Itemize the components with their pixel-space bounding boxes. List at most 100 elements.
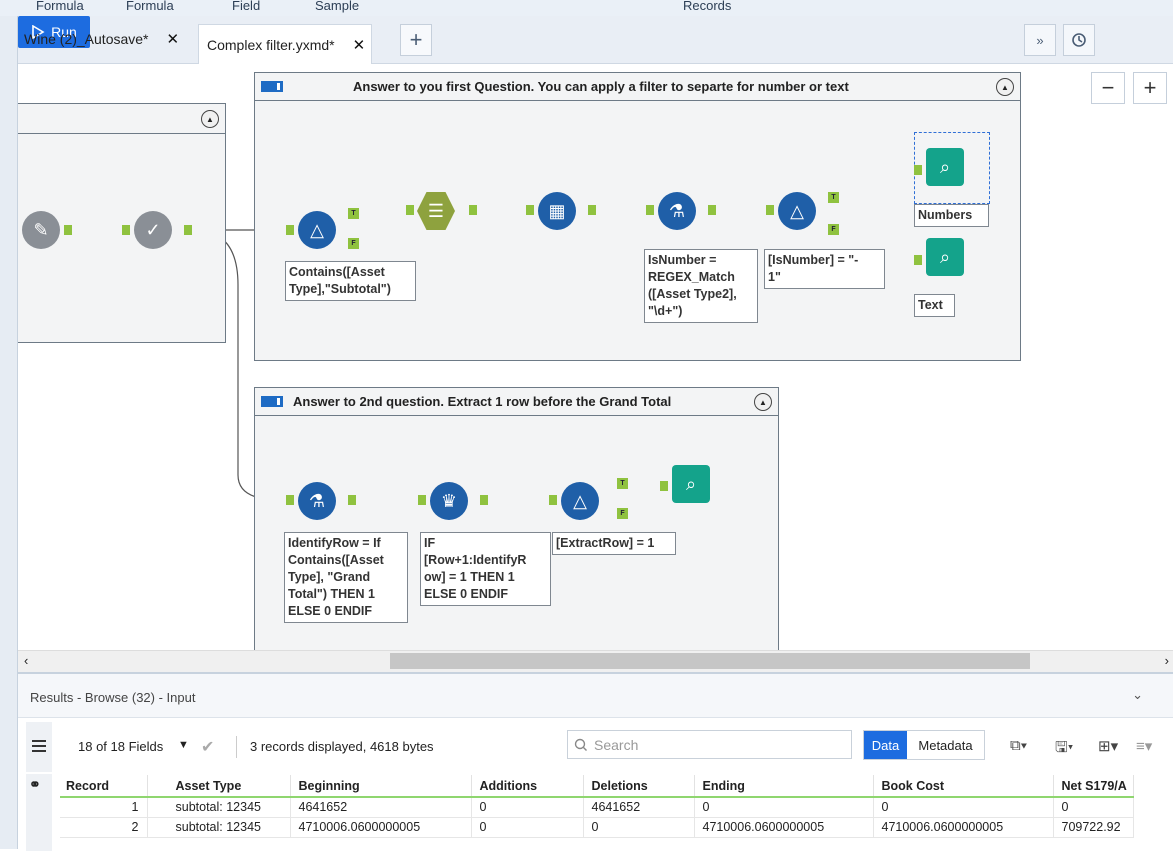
input-anchor[interactable] xyxy=(914,165,922,175)
column-header[interactable]: Beginning xyxy=(290,775,472,798)
output-anchor[interactable] xyxy=(348,495,356,505)
table-cell[interactable]: 0 xyxy=(1053,797,1134,818)
palette-label[interactable]: Formula xyxy=(126,0,174,13)
fields-selector[interactable]: 18 of 18 Fields xyxy=(78,739,164,754)
column-header[interactable]: Ending xyxy=(694,775,874,798)
input-anchor[interactable] xyxy=(646,205,654,215)
table-cell[interactable]: subtotal: 12345 xyxy=(147,797,291,818)
input-anchor[interactable] xyxy=(526,205,534,215)
table-cell[interactable]: 4641652 xyxy=(290,797,472,818)
filter-tool-icon[interactable]: △ xyxy=(298,211,336,249)
formula-tool-icon[interactable]: ⚗ xyxy=(298,482,336,520)
collapse-icon[interactable]: ▲ xyxy=(201,110,219,128)
table-cell[interactable]: 4710006.0600000005 xyxy=(290,817,472,838)
formula-tool-icon[interactable]: ⚗ xyxy=(658,192,696,230)
output-anchor[interactable] xyxy=(184,225,192,235)
tab-wine-autosave[interactable]: Wine (2)_Autosave* ✕ xyxy=(24,22,179,55)
table-cell[interactable]: 0 xyxy=(471,797,584,818)
chevron-down-icon[interactable]: ⌄ xyxy=(1132,687,1143,702)
scroll-right-icon[interactable]: › xyxy=(1164,653,1169,668)
true-anchor[interactable]: T xyxy=(828,192,839,203)
column-header[interactable]: Additions xyxy=(471,775,584,798)
false-anchor[interactable]: F xyxy=(348,238,359,249)
run-button[interactable]: Run xyxy=(18,16,90,48)
table-cell[interactable]: 2 xyxy=(60,817,148,838)
input-anchor[interactable] xyxy=(406,205,414,215)
palette-label[interactable]: Sample xyxy=(315,0,360,13)
output-anchor[interactable] xyxy=(480,495,488,505)
menu-icon[interactable]: ≡▾ xyxy=(1136,738,1153,755)
search-input[interactable]: Search xyxy=(567,730,852,759)
table-cell[interactable]: 709722.92 xyxy=(1053,817,1134,838)
column-header[interactable]: Asset Type xyxy=(147,775,291,798)
true-anchor[interactable]: T xyxy=(348,208,359,219)
input-anchor[interactable] xyxy=(660,481,668,491)
palette-label[interactable]: Records xyxy=(683,0,732,13)
table-cell[interactable]: 1 xyxy=(60,797,148,818)
false-anchor[interactable]: F xyxy=(828,224,839,235)
output-anchor[interactable] xyxy=(708,205,716,215)
workflow-canvas[interactable]: ▲ Answer to you first Question. You can … xyxy=(18,65,1173,650)
save-icon[interactable]: 🖫▾ xyxy=(1055,739,1074,756)
input-anchor[interactable] xyxy=(418,495,426,505)
collapse-icon[interactable]: ▲ xyxy=(754,393,772,411)
false-anchor[interactable]: F xyxy=(617,508,628,519)
input-anchor[interactable] xyxy=(914,255,922,265)
table-cell[interactable]: 4641652 xyxy=(583,797,695,818)
input-anchor[interactable] xyxy=(286,225,294,235)
palette-label[interactable]: Formula xyxy=(36,0,84,13)
input-anchor[interactable] xyxy=(549,495,557,505)
copy-icon[interactable]: ⧉▾ xyxy=(1010,737,1028,754)
table-cell[interactable]: 0 xyxy=(471,817,584,838)
input-tool-icon[interactable]: ✎ xyxy=(22,211,60,249)
horizontal-scrollbar[interactable]: ‹ › xyxy=(18,650,1173,672)
binoculars-icon[interactable]: ⚭ xyxy=(29,776,41,792)
palette-label[interactable]: Field xyxy=(232,0,261,13)
close-icon[interactable]: ✕ xyxy=(166,30,180,48)
sort-tool-icon[interactable]: ☰ xyxy=(417,192,455,230)
scroll-thumb[interactable] xyxy=(390,653,1030,669)
column-header[interactable]: Book Cost xyxy=(873,775,1054,798)
chevron-down-icon[interactable]: ▼ xyxy=(178,739,189,751)
table-row[interactable]: 2 subtotal: 12345 4710006.0600000005 0 0… xyxy=(60,817,1134,838)
browse-tool-icon[interactable]: ⌕ xyxy=(926,148,964,186)
close-icon[interactable]: ✕ xyxy=(352,36,366,54)
table-cell[interactable]: 0 xyxy=(583,817,695,838)
table-cell[interactable]: 0 xyxy=(873,797,1054,818)
tab-complex-filter[interactable]: Complex filter.yxmd* ✕ xyxy=(198,24,373,64)
table-cell[interactable]: 4710006.0600000005 xyxy=(873,817,1054,838)
zoom-out-button[interactable]: − xyxy=(1091,72,1125,104)
table-cell[interactable]: subtotal: 12345 xyxy=(147,817,291,838)
browse-tool-icon[interactable]: ⌕ xyxy=(672,465,710,503)
table-cell[interactable]: 4710006.0600000005 xyxy=(694,817,874,838)
output-anchor[interactable] xyxy=(469,205,477,215)
column-header[interactable]: Deletions xyxy=(583,775,695,798)
column-header[interactable]: Net S179/A xyxy=(1053,775,1134,798)
filter-tool-icon[interactable]: △ xyxy=(561,482,599,520)
input-anchor[interactable] xyxy=(122,225,130,235)
filter-tool-icon[interactable]: △ xyxy=(778,192,816,230)
multi-row-formula-tool-icon[interactable]: ♛ xyxy=(430,482,468,520)
table-cell[interactable]: 0 xyxy=(694,797,874,818)
data-button[interactable]: Data xyxy=(864,731,907,759)
select-tool-icon[interactable]: ✓ xyxy=(134,211,172,249)
metadata-button[interactable]: Metadata xyxy=(918,737,973,753)
container-first-question[interactable]: Answer to you first Question. You can ap… xyxy=(254,72,1021,361)
new-tab-button[interactable]: + xyxy=(400,24,432,56)
browse-tool-icon[interactable]: ⌕ xyxy=(926,238,964,276)
zoom-in-button[interactable]: + xyxy=(1133,72,1167,104)
list-icon[interactable] xyxy=(30,737,48,755)
scroll-left-icon[interactable]: ‹ xyxy=(24,653,29,668)
check-icon[interactable]: ✔ xyxy=(201,739,215,756)
output-anchor[interactable] xyxy=(588,205,596,215)
table-row[interactable]: 1 subtotal: 12345 4641652 0 4641652 0 0 … xyxy=(60,797,1134,818)
text-to-columns-tool-icon[interactable]: ▦ xyxy=(538,192,576,230)
input-anchor[interactable] xyxy=(286,495,294,505)
history-button[interactable] xyxy=(1063,24,1095,56)
true-anchor[interactable]: T xyxy=(617,478,628,489)
column-header[interactable]: Record xyxy=(60,775,148,798)
expand-button[interactable]: » xyxy=(1024,24,1056,56)
table-icon[interactable]: ⊞▾ xyxy=(1098,738,1119,755)
output-anchor[interactable] xyxy=(64,225,72,235)
input-anchor[interactable] xyxy=(766,205,774,215)
